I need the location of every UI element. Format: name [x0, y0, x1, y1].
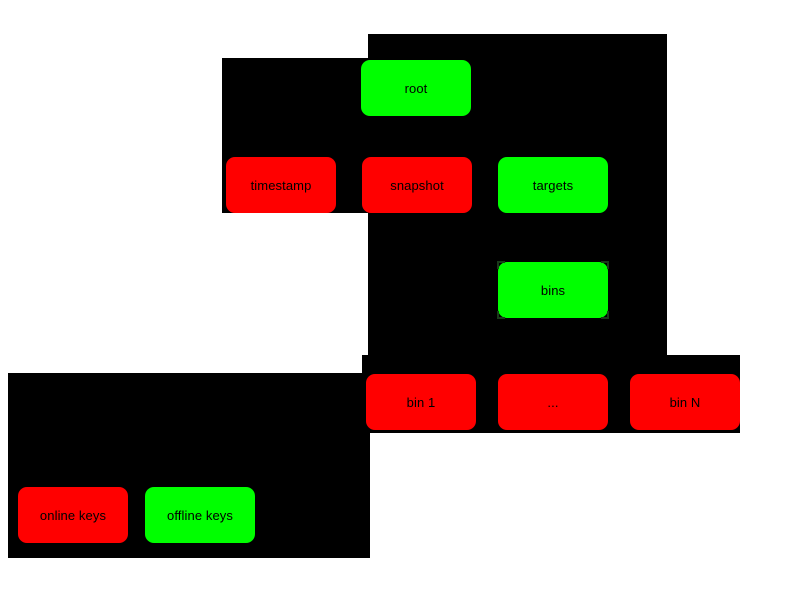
node-label-bin-ellipsis: ... [547, 394, 559, 410]
selection-handle-bottom-left[interactable] [497, 311, 505, 319]
node-online-keys[interactable]: online keys [18, 487, 128, 543]
node-label-bin-n: bin N [669, 394, 701, 410]
node-timestamp[interactable]: timestamp [226, 157, 336, 213]
node-label-snapshot: snapshot [390, 177, 444, 193]
node-label-bin-1: bin 1 [406, 394, 436, 410]
node-bins[interactable]: bins [497, 261, 609, 319]
node-label-timestamp: timestamp [250, 177, 312, 193]
node-label-bins: bins [540, 282, 566, 298]
node-bin-1[interactable]: bin 1 [366, 374, 476, 430]
node-offline-keys[interactable]: offline keys [145, 487, 255, 543]
node-bin-ellipsis[interactable]: ... [498, 374, 608, 430]
node-bin-n[interactable]: bin N [630, 374, 740, 430]
node-snapshot[interactable]: snapshot [362, 157, 472, 213]
node-label-online-keys: online keys [39, 507, 107, 523]
node-label-offline-keys: offline keys [167, 507, 233, 523]
selection-handle-bottom-right[interactable] [601, 311, 609, 319]
node-label-root: root [404, 80, 428, 96]
node-targets[interactable]: targets [498, 157, 608, 213]
node-label-targets: targets [532, 177, 574, 193]
node-root[interactable]: root [361, 60, 471, 116]
